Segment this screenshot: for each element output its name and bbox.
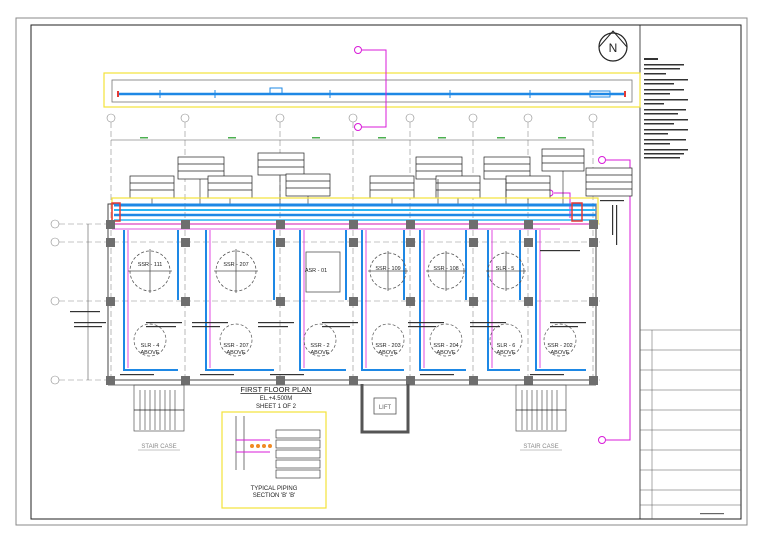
callout-tables bbox=[129, 148, 633, 199]
key-plan bbox=[103, 72, 641, 108]
leader-lines bbox=[354, 46, 631, 444]
room-sub-label: ABOVE bbox=[311, 350, 330, 356]
north-arrow: N bbox=[598, 30, 628, 62]
room-label: SSR - 111 bbox=[138, 262, 163, 268]
stair-case-left-label: STAIR CASE bbox=[141, 444, 176, 450]
room-label: SSR - 109 bbox=[375, 266, 400, 272]
room-label: SSR - 203 bbox=[375, 343, 400, 349]
sheet-inner-border bbox=[30, 24, 742, 520]
stair-case-right-label: STAIR CASE bbox=[523, 444, 558, 450]
room-sub-label: ABOVE bbox=[141, 350, 160, 356]
structural-columns bbox=[106, 220, 598, 385]
room-sub-label: ABOVE bbox=[497, 350, 516, 356]
room-risers-magenta bbox=[127, 230, 541, 368]
room-label: SLR - 5 bbox=[496, 266, 515, 272]
room-label: SSR - 204 bbox=[433, 343, 458, 349]
grid-dimensions bbox=[140, 137, 566, 139]
footer-mark bbox=[700, 513, 724, 515]
tank-symbols bbox=[128, 249, 526, 293]
room-sub-label: ABOVE bbox=[227, 350, 246, 356]
room-labels: SSR - 111 SSR - 207 ASR - 01 SSR - 109 S… bbox=[138, 262, 515, 274]
grid-columns bbox=[106, 113, 598, 382]
lift: LIFT bbox=[360, 384, 410, 434]
right-annotation bbox=[600, 200, 624, 245]
drawing-title: FIRST FLOOR PLAN EL.+4.500M SHEET 1 OF 2 bbox=[240, 385, 311, 410]
typical-piping-detail: TYPICAL PIPING SECTION 'B' 'B' bbox=[221, 411, 327, 509]
room-label: SSR - 108 bbox=[433, 266, 458, 272]
north-label: N bbox=[609, 41, 618, 55]
room-label: SSR - 207 bbox=[223, 262, 248, 268]
lower-tank-symbols bbox=[133, 323, 577, 357]
stair-case-right bbox=[515, 384, 567, 432]
room-label: ASR - 01 bbox=[305, 268, 327, 274]
title-line-2: EL.+4.500M bbox=[260, 396, 293, 402]
room-label: SLR - 4 bbox=[141, 343, 160, 349]
title-line-1: FIRST FLOOR PLAN bbox=[240, 385, 311, 394]
lift-label: LIFT bbox=[379, 405, 392, 411]
room-label: SSR - 2 bbox=[310, 343, 329, 349]
title-line-3: SHEET 1 OF 2 bbox=[256, 404, 297, 410]
room-sub-label: ABOVE bbox=[551, 350, 570, 356]
detail-title-line-2: SECTION 'B' 'B' bbox=[253, 493, 296, 499]
detail-title-line-1: TYPICAL PIPING bbox=[251, 486, 298, 492]
pipe-rack bbox=[111, 197, 599, 230]
title-block-rows bbox=[640, 329, 741, 519]
room-label: SSR - 202 bbox=[547, 343, 572, 349]
room-label: SLR - 6 bbox=[497, 343, 516, 349]
pipe-annotations bbox=[70, 250, 586, 376]
stair-case-left bbox=[133, 384, 185, 432]
room-risers bbox=[123, 230, 586, 371]
room-sub-label: ABOVE bbox=[437, 350, 456, 356]
room-sub-label: ABOVE bbox=[379, 350, 398, 356]
room-labels-lower: SLR - 4 ABOVE SSR - 207 ABOVE SSR - 2 AB… bbox=[141, 343, 573, 356]
room-label: SSR - 207 bbox=[223, 343, 248, 349]
notes-block bbox=[644, 58, 688, 159]
